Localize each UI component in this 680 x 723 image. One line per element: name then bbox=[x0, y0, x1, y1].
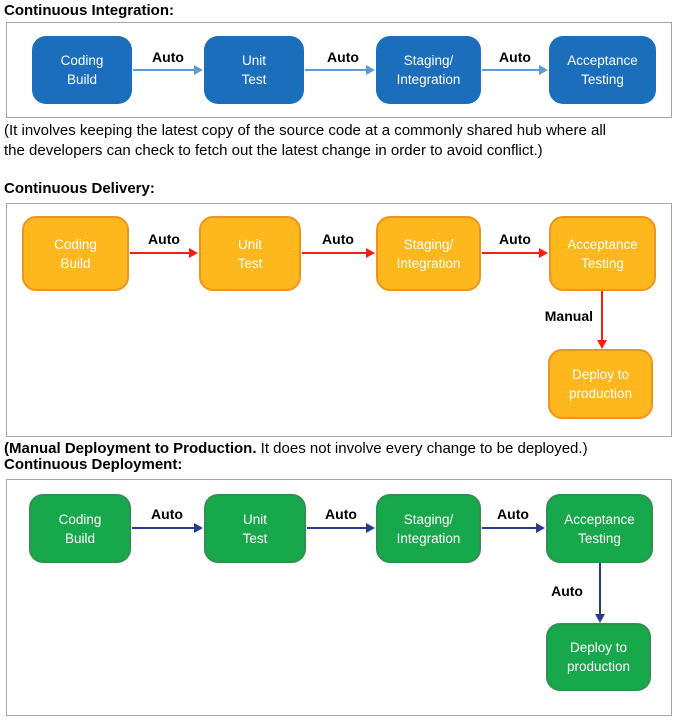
arrow-right-icon bbox=[482, 65, 548, 75]
arrow-label-auto: Auto bbox=[497, 506, 529, 522]
arrow-down-icon bbox=[596, 291, 608, 349]
diagram-continuous-integration: Coding Build Unit Test Staging/ Integrat… bbox=[6, 22, 672, 118]
flow-node-coding-build: Coding Build bbox=[29, 494, 131, 563]
diagram-continuous-delivery: Coding Build Unit Test Staging/ Integrat… bbox=[6, 203, 672, 437]
flow-node-unit-test: Unit Test bbox=[204, 494, 306, 563]
flow-node-unit-test: Unit Test bbox=[199, 216, 301, 291]
arrow-label-auto: Auto bbox=[325, 506, 357, 522]
heading-continuous-integration: Continuous Integration: bbox=[4, 2, 174, 19]
note-regular-text: It does not involve every change to be d… bbox=[256, 440, 588, 457]
arrow-right-icon bbox=[302, 248, 375, 258]
flow-node-coding-build: Coding Build bbox=[32, 36, 132, 104]
note-bold-text: (Manual Deployment to Production. bbox=[4, 440, 257, 457]
note-continuous-integration: (It involves keeping the latest copy of … bbox=[4, 122, 606, 159]
flow-node-coding-build: Coding Build bbox=[22, 216, 129, 291]
diagram-continuous-deployment: Coding Build Unit Test Staging/ Integrat… bbox=[6, 479, 672, 716]
flow-node-unit-test: Unit Test bbox=[204, 36, 304, 104]
heading-continuous-delivery: Continuous Delivery: bbox=[4, 180, 155, 197]
arrow-label-auto: Auto bbox=[322, 231, 354, 247]
arrow-right-icon bbox=[132, 523, 203, 533]
arrow-right-icon bbox=[133, 65, 203, 75]
flow-node-deploy-production: Deploy to production bbox=[546, 623, 651, 691]
flow-node-acceptance-testing: Acceptance Testing bbox=[549, 36, 656, 104]
arrow-right-icon bbox=[482, 248, 548, 258]
arrow-label-auto: Auto bbox=[499, 49, 531, 65]
arrow-right-icon bbox=[482, 523, 545, 533]
arrow-label-auto: Auto bbox=[152, 49, 184, 65]
heading-continuous-deployment: Continuous Deployment: bbox=[4, 456, 183, 473]
flow-node-acceptance-testing: Acceptance Testing bbox=[549, 216, 656, 291]
flow-node-staging-integration: Staging/ Integration bbox=[376, 36, 481, 104]
flow-node-staging-integration: Staging/ Integration bbox=[376, 216, 481, 291]
arrow-label-auto: Auto bbox=[151, 506, 183, 522]
flow-node-acceptance-testing: Acceptance Testing bbox=[546, 494, 653, 563]
arrow-down-icon bbox=[594, 563, 606, 623]
flow-node-staging-integration: Staging/ Integration bbox=[376, 494, 481, 563]
arrow-label-auto: Auto bbox=[148, 231, 180, 247]
arrow-right-icon bbox=[305, 65, 375, 75]
flow-node-deploy-production: Deploy to production bbox=[548, 349, 653, 419]
arrow-label-auto-deploy: Auto bbox=[551, 583, 583, 599]
arrow-label-auto: Auto bbox=[499, 231, 531, 247]
note-continuous-delivery: (Manual Deployment to Production. It doe… bbox=[4, 439, 680, 459]
arrow-label-auto: Auto bbox=[327, 49, 359, 65]
arrow-right-icon bbox=[307, 523, 375, 533]
arrow-right-icon bbox=[130, 248, 198, 258]
arrow-label-manual: Manual bbox=[544, 308, 593, 324]
